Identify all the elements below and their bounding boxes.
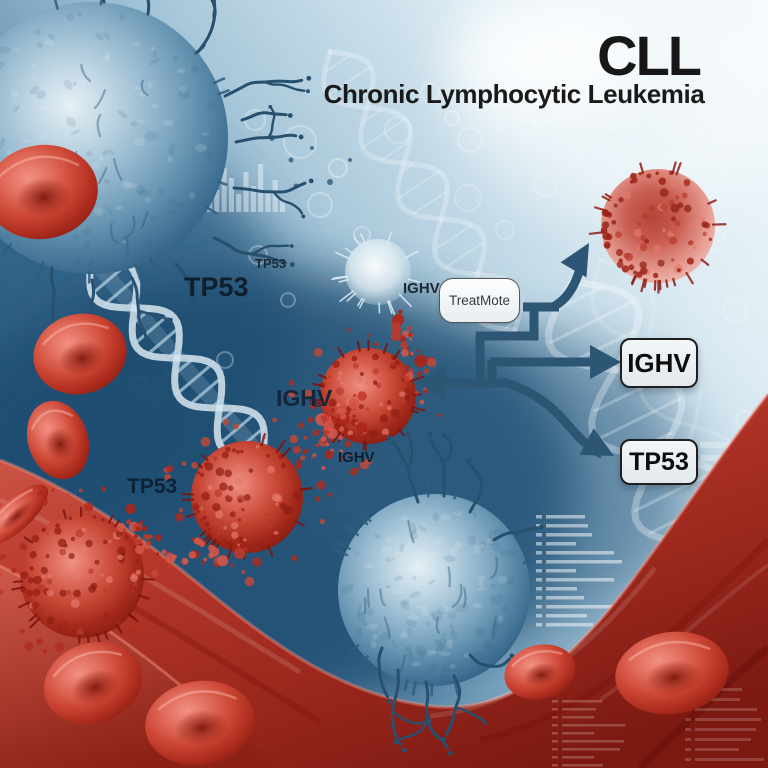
tp53-callout-box: TP53 (620, 439, 698, 485)
red-blood-cell (0, 484, 48, 546)
ighv-annotation-near-treatment: IGHV (403, 280, 440, 297)
ighv-callout-box: IGHV (620, 338, 698, 388)
page-title: CLL (597, 24, 702, 87)
red-blood-cell (33, 313, 127, 395)
treatment-callout-box: TreatMote (439, 278, 520, 323)
tp53-annotation-large-upper: TP53 (184, 272, 249, 302)
tp53-annotation-small-upper: TP53 (255, 256, 287, 271)
arrow-left-head (416, 366, 446, 400)
red-blood-cell (0, 144, 98, 240)
arrow-head-to-tp53 (579, 428, 614, 456)
tp53-annotation-lower: TP53 (127, 475, 178, 498)
arrow-head-to-cell (560, 243, 589, 278)
arrow-head-to-ighv (590, 345, 621, 379)
molecule-sketch (126, 371, 170, 403)
red-blood-cell (43, 641, 143, 725)
page-subtitle: Chronic Lymphocytic Leukemia (323, 79, 705, 109)
cells-layer (0, 0, 729, 766)
cll-cell (0, 486, 170, 659)
red-blood-cell (504, 644, 576, 700)
faint-data-rows-on-wave (552, 688, 764, 767)
red-blood-cell (615, 631, 729, 715)
ighv-annotation-small-lower: IGHV (338, 449, 375, 466)
ghost-cell (331, 231, 421, 317)
cll-cell-resistant (588, 161, 727, 294)
red-blood-cell (145, 680, 255, 766)
cll-cell (163, 417, 333, 587)
ighv-annotation-center: IGHV (276, 385, 333, 411)
red-blood-cell (26, 400, 90, 480)
arrow-branch-diagram (416, 243, 621, 459)
